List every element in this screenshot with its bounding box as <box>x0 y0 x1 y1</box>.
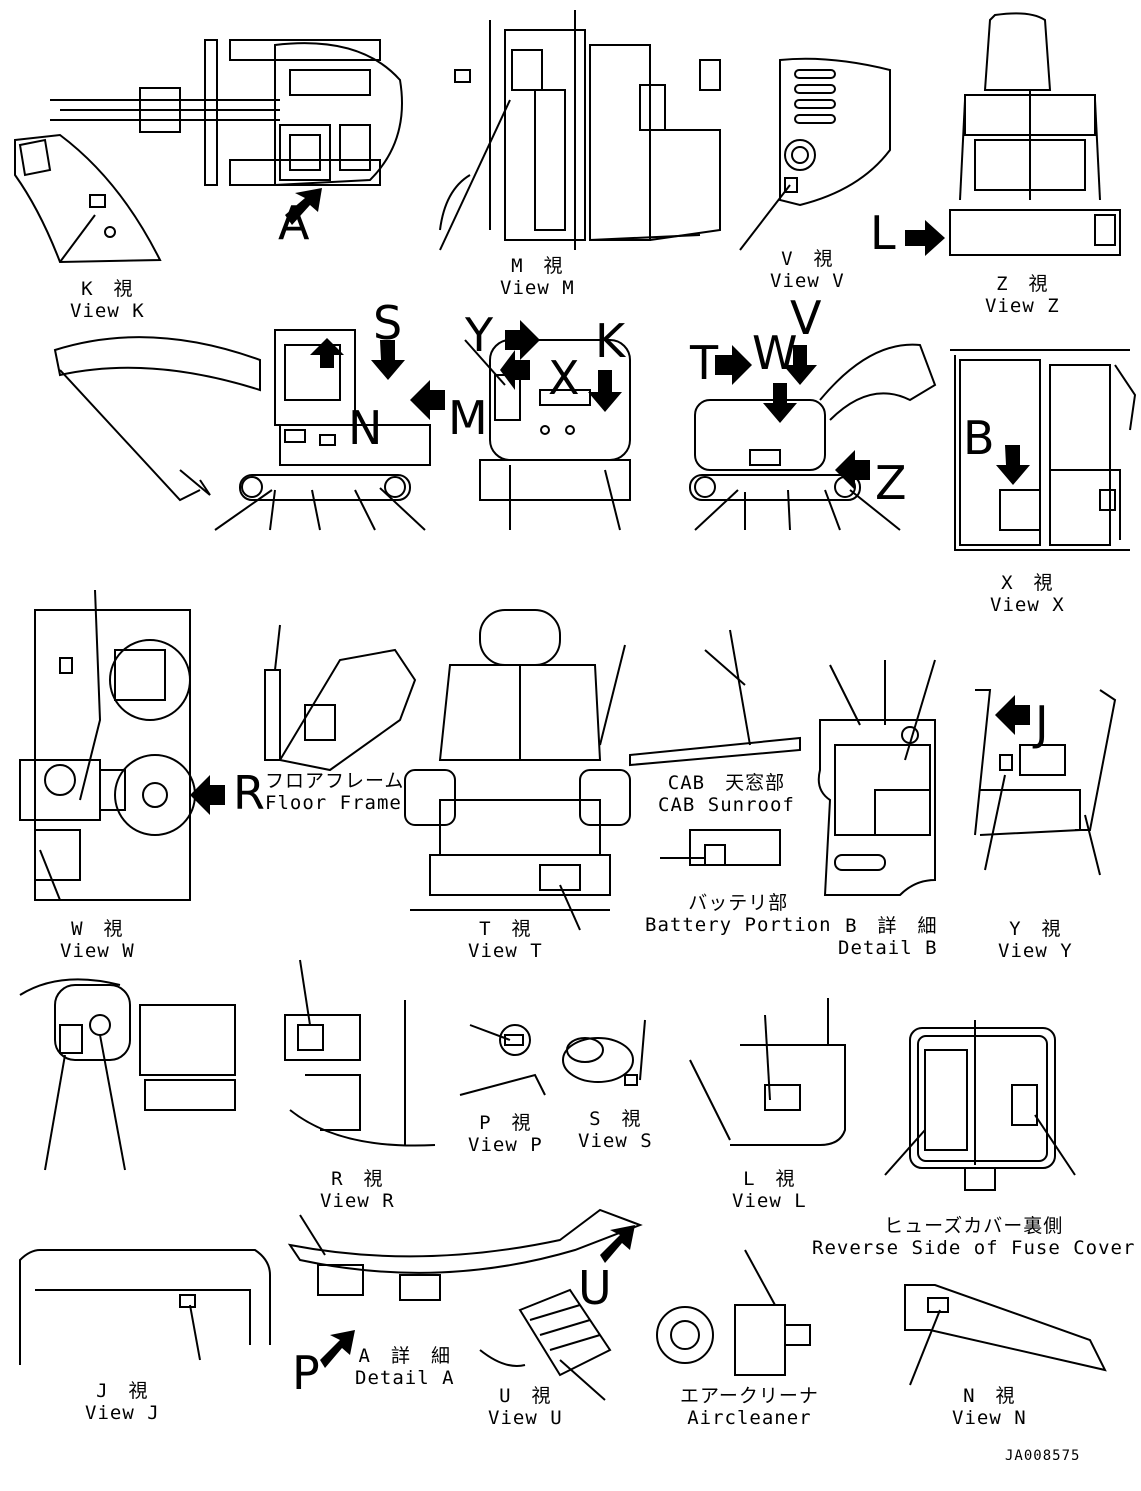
floor-frame-drawing <box>264 624 417 772</box>
view-j-drawing <box>19 1249 271 1365</box>
marker-p: P <box>292 1346 320 1400</box>
marker-n: N <box>348 401 383 455</box>
fuse-cover-drawing <box>884 1020 1076 1191</box>
marker-k: K <box>595 314 626 368</box>
view-u-drawing <box>479 1288 612 1401</box>
battery-drawing <box>660 829 781 866</box>
view-l-drawing <box>689 998 846 1146</box>
detail-a-drawing <box>287 1208 643 1301</box>
marker-b: B <box>963 411 995 465</box>
view-n-drawing <box>904 1284 1107 1386</box>
aircleaner-drawing <box>656 1249 811 1376</box>
marker-s: S <box>373 296 403 350</box>
view-s-drawing <box>562 1019 646 1086</box>
marker-v: V <box>790 291 822 345</box>
drawing-reference-number: JA008575 <box>1005 1448 1081 1464</box>
marker-j: J <box>1035 696 1049 750</box>
arrow-shapes <box>190 188 1030 1368</box>
marker-x: X <box>548 351 580 405</box>
view-t-drawing <box>404 609 631 931</box>
view-r-drawing <box>284 959 436 1147</box>
marker-y: Y <box>465 308 494 362</box>
rear-view-drawing <box>464 339 631 531</box>
view-y-drawing <box>974 689 1117 876</box>
cab-sunroof-drawing <box>629 629 801 767</box>
marker-t: T <box>690 336 719 390</box>
marker-l: L <box>870 206 896 260</box>
view-x-drawing <box>950 349 1137 551</box>
marker-a: A <box>278 196 310 250</box>
marker-r: R <box>233 766 265 820</box>
marker-z: Z <box>875 456 907 510</box>
marker-w: W <box>752 326 798 380</box>
view-v-drawing <box>739 57 891 251</box>
view-w-drawing <box>19 589 196 901</box>
view-p-drawing <box>459 1024 546 1096</box>
marker-m: M <box>448 391 488 445</box>
view-k-drawing <box>14 133 162 264</box>
unnamed-engine-view-drawing <box>19 978 236 1171</box>
side-excavator-right-drawing <box>689 343 937 531</box>
view-z-drawing <box>949 12 1121 256</box>
side-excavator-left-drawing <box>53 329 431 531</box>
marker-u: U <box>578 1261 612 1315</box>
detail-b-drawing <box>817 659 936 896</box>
view-m-drawing <box>439 10 721 251</box>
top-view-excavator-drawing <box>50 39 403 187</box>
